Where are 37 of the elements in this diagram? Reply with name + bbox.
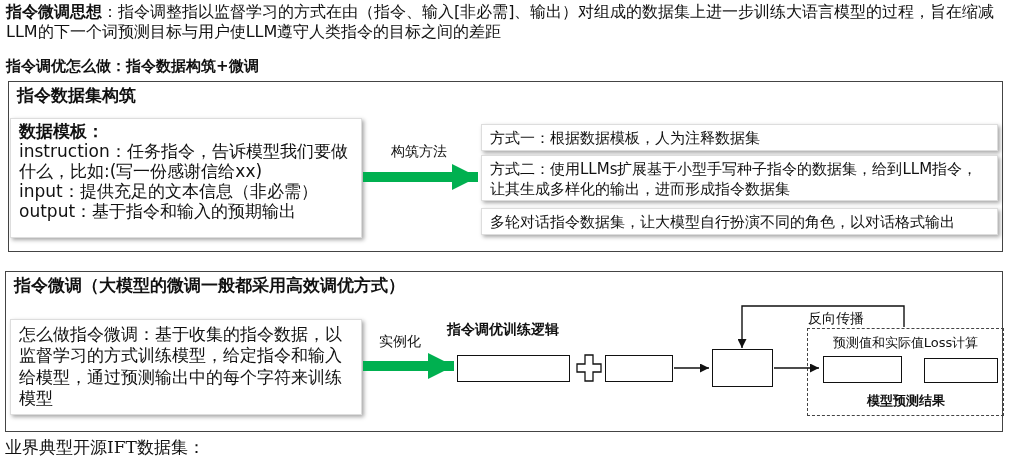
- section-heading: 指令数据集构筑: [17, 85, 136, 106]
- block-arrow: [363, 353, 454, 379]
- card-text: output：基于指令和输入的预期输出: [19, 201, 298, 222]
- block-arrow: [363, 164, 478, 190]
- group-title: 模型预测结果: [865, 393, 946, 409]
- dashed-group-box: [807, 328, 1004, 416]
- process-box: [712, 349, 773, 387]
- text-card: [10, 319, 362, 415]
- process-box: [823, 356, 902, 383]
- text-card: [481, 208, 998, 235]
- card-text: 怎么做指令微调：基于收集的指令数据，以监督学习的方式训练模型，给定指令和输入给模型，通过预测输出中的每个字符来训练模型: [19, 324, 343, 410]
- edge-label: 构筑方法: [390, 143, 447, 160]
- group-caption: 预测值和实际值Loss计算: [831, 335, 980, 351]
- intro-paragraph: 指令微调思想：指令调整指以监督学习的方式在由（指令、输入[非必需]、输出）对组成的数据集上进一步训练大语言模型的过程，旨在缩减LLM的下一个词预测目标与用户使LLM遵守人类指令的目标之间的差距: [6, 2, 996, 42]
- arrow: [673, 363, 710, 373]
- section-panel: [8, 81, 1003, 252]
- arrow: [737, 305, 905, 349]
- edge-label: 反向传播: [808, 310, 864, 327]
- text-card: [481, 124, 998, 151]
- edge-label: 实例化: [378, 333, 421, 350]
- text-card: [10, 118, 362, 238]
- section-heading: 指令微调（大模型的微调一般都采用高效调优方式）: [14, 275, 405, 296]
- card-text: 方式二：使用LLMs扩展基于小型手写种子指令的数据集，给到LLM指令，让其生成多样化的输出，进而形成指令数据集: [490, 160, 979, 199]
- process-box: [605, 355, 673, 382]
- footer-note: 业界典型开源IFT数据集：: [5, 437, 206, 459]
- section-panel: [5, 271, 1003, 432]
- arrow: [773, 363, 820, 373]
- card-text: input：提供充足的文本信息（非必需）: [19, 181, 319, 202]
- subheading: 指令调优怎么做：指令数据构筑+微调: [6, 57, 260, 76]
- card-text: 多轮对话指令数据集，让大模型自行扮演不同的角色，以对话格式输出: [490, 213, 956, 233]
- process-box: [924, 358, 998, 383]
- subheading: 指令调优训练逻辑: [447, 321, 560, 339]
- process-box: [457, 355, 570, 382]
- text-card: [481, 155, 998, 201]
- card-text: 方式一：根据数据模板，人为注释数据集: [490, 129, 761, 149]
- card-text: instruction：任务指令，告诉模型我们要做什么，比如:(写一份感谢信给xx): [19, 141, 349, 182]
- card-heading: 数据模板：: [19, 122, 105, 142]
